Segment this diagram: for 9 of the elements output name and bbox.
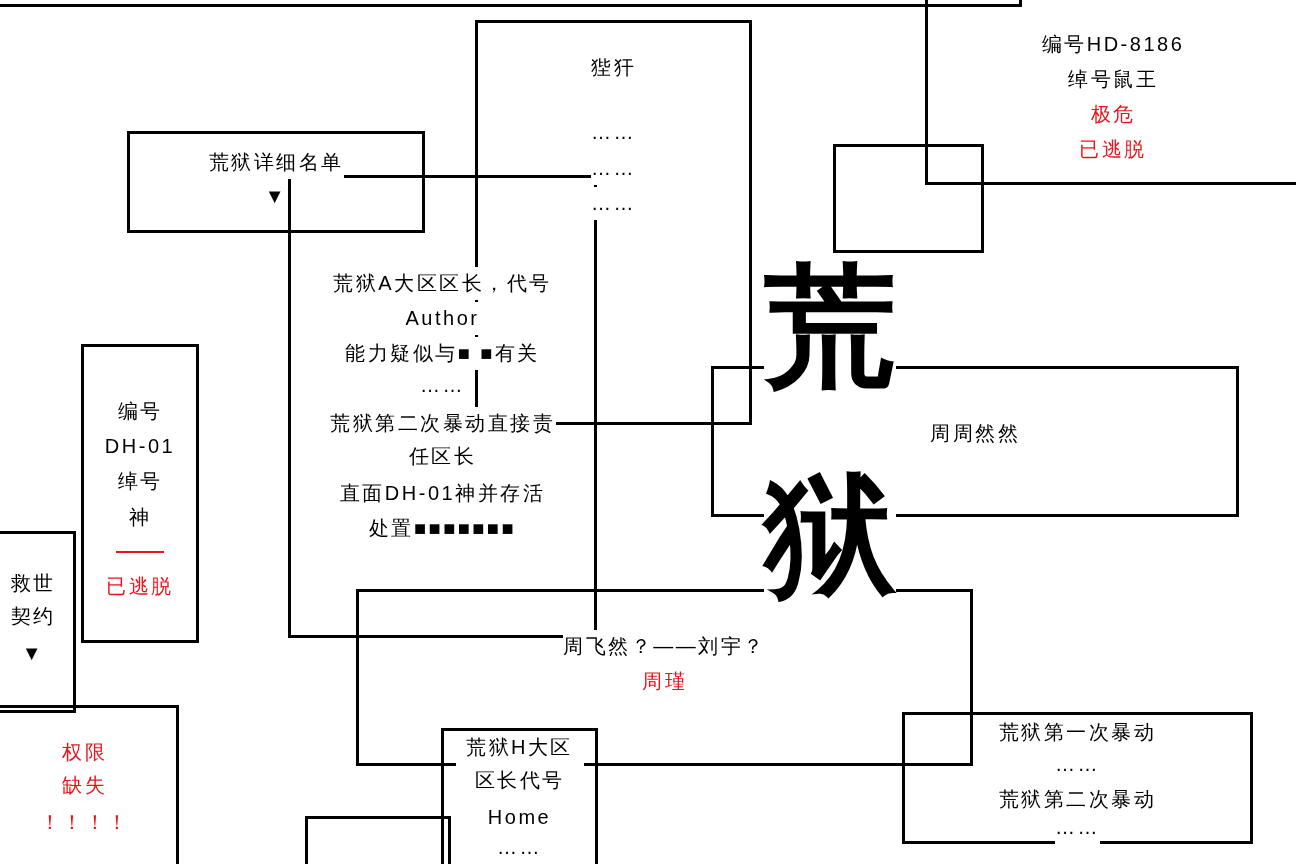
- text-box: [127, 131, 425, 233]
- text-box: [0, 705, 179, 864]
- box-text: 荒狱A大区区长，代号: [333, 266, 552, 300]
- text-box: [902, 712, 1253, 844]
- text-box: [0, 531, 76, 713]
- text-box: [925, 0, 1296, 185]
- box-text: Author: [405, 301, 480, 335]
- empty-box: [833, 144, 984, 253]
- text-box: [81, 344, 199, 643]
